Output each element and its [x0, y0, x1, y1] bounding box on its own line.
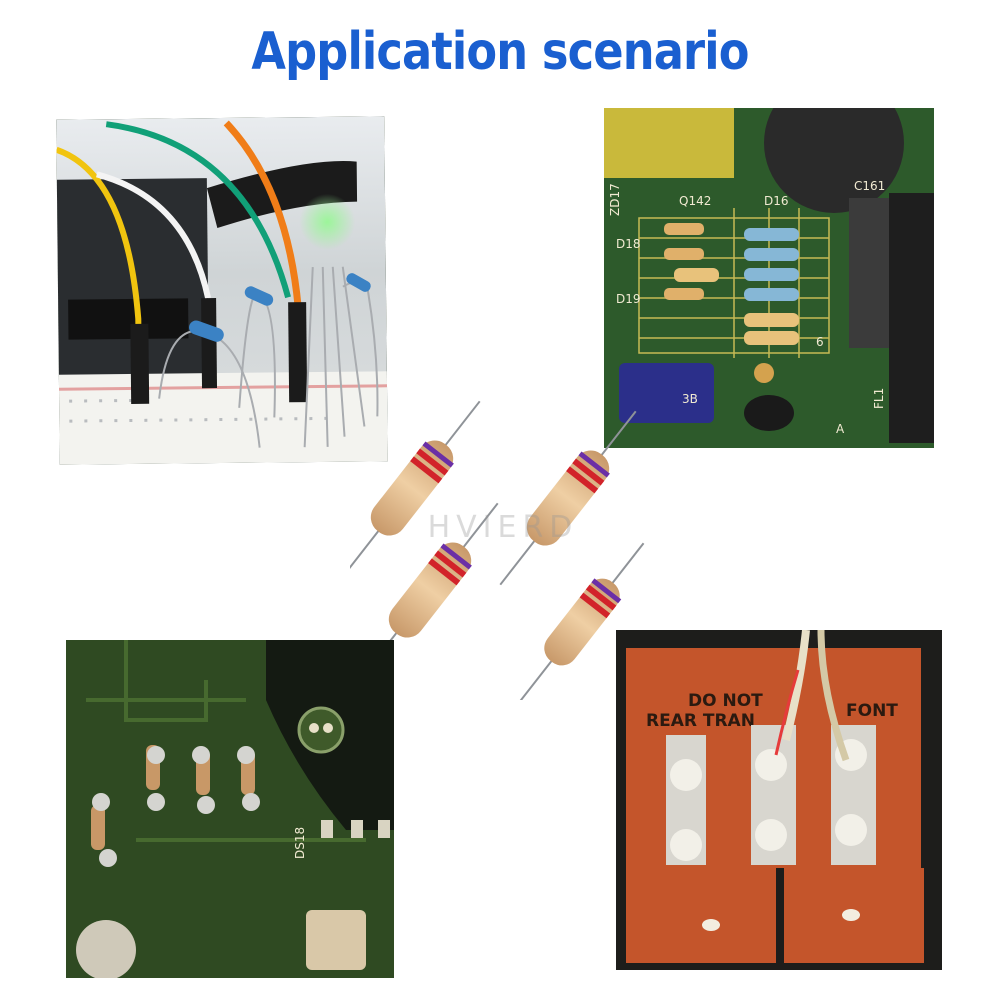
pcb-label-ds18: DS18	[293, 827, 307, 859]
resistor-1	[343, 400, 481, 576]
terminal-label-front: FONT	[846, 701, 898, 721]
pcb-label-6: 6	[816, 335, 824, 349]
resistor-group	[343, 400, 650, 702]
pcb-label-zd17: ZD17	[608, 183, 622, 216]
pcb-resistors-photo: 3B ZD17 Q142 D16 D18 D19 C161 FL1 A 6	[604, 108, 934, 448]
pcb-label-a: A	[836, 422, 845, 436]
breadboard-photo	[56, 116, 388, 465]
brand-watermark: HVIERD	[427, 510, 579, 545]
terminal-label-line2: REAR TRAN	[646, 711, 755, 731]
terminal-label-line1: DO NOT	[688, 691, 763, 711]
pcb-label-d19: D19	[616, 292, 641, 306]
pcb-label-d18: D18	[616, 237, 641, 251]
pcb-label-c161: C161	[854, 179, 885, 193]
page-title: Application scenario	[251, 22, 749, 82]
terminal-board-photo: DO NOT REAR TRAN FONT	[616, 630, 942, 970]
pcb-label-fl1: FL1	[872, 388, 886, 409]
pcb-label-q142: Q142	[679, 194, 711, 208]
pcb-soldered-photo: DS18	[66, 640, 394, 978]
pcb-label-d16: D16	[764, 194, 789, 208]
resistor-4	[519, 542, 645, 702]
resistor-2	[499, 410, 637, 586]
pcb-label-3b: 3B	[682, 392, 698, 406]
